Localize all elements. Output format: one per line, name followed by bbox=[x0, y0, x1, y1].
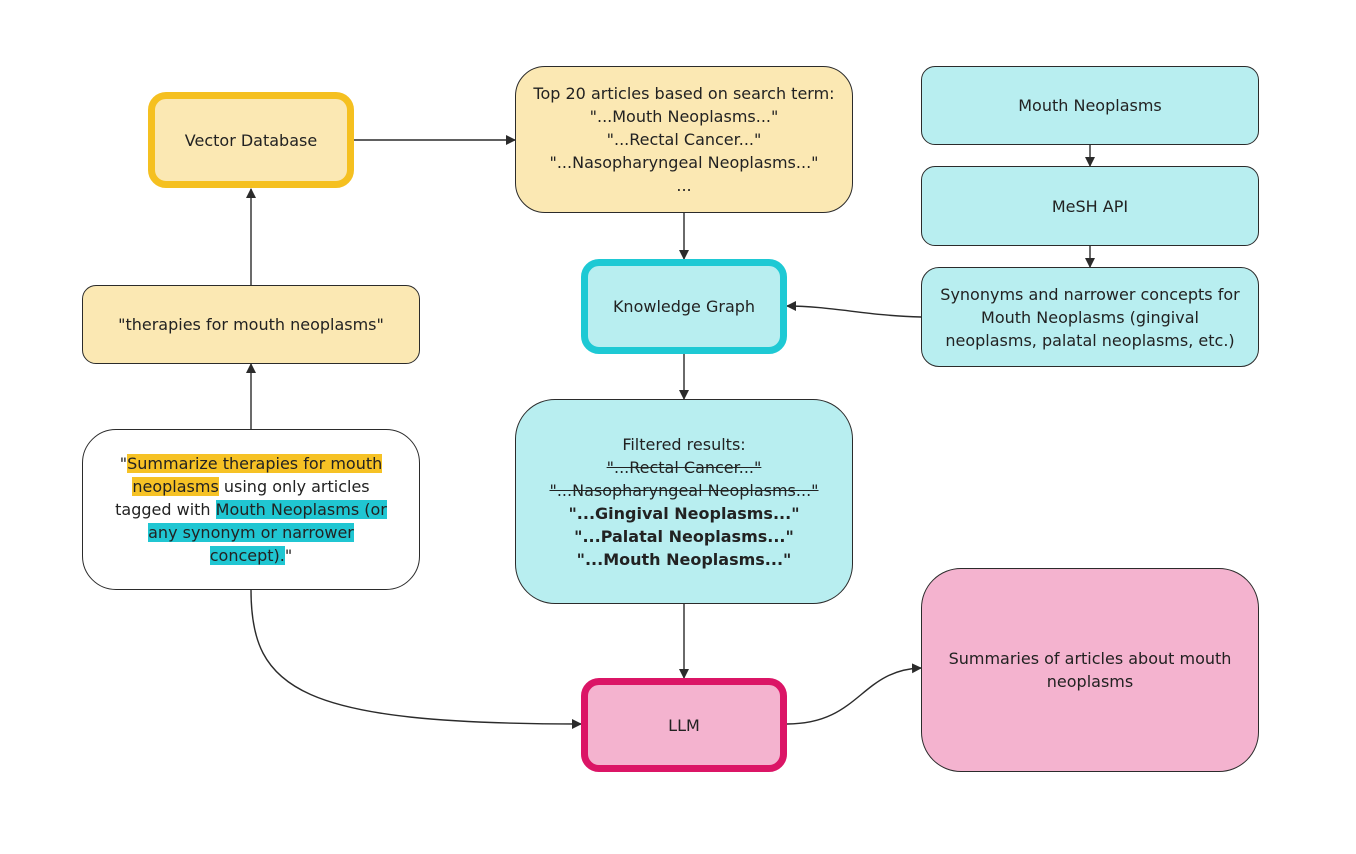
excluded-result: "...Rectal Cancer..." bbox=[606, 457, 762, 477]
arrow-prompt-to-llm bbox=[250, 589, 582, 729]
included-result: "...Gingival Neoplasms..." bbox=[568, 503, 800, 523]
top-articles-title: Top 20 articles based on search term: bbox=[533, 84, 835, 103]
top-article-item: "...Nasopharyngeal Neoplasms..." bbox=[549, 153, 819, 172]
summaries-node: Summaries of articles about mouth neopla… bbox=[921, 568, 1259, 772]
synonyms-node: Synonyms and narrower concepts for Mouth… bbox=[921, 267, 1259, 367]
knowledge-graph-node: Knowledge Graph bbox=[581, 259, 787, 354]
included-result: "...Palatal Neoplasms..." bbox=[574, 526, 794, 546]
knowledge-graph-label: Knowledge Graph bbox=[612, 297, 756, 316]
llm-label: LLM bbox=[668, 715, 700, 735]
summaries-label: Summaries of articles about mouth neopla… bbox=[948, 649, 1232, 691]
search-query-node: "therapies for mouth neoplasms" bbox=[82, 285, 420, 364]
prompt-middle-text: using only articles tagged with bbox=[115, 477, 370, 519]
mesh-api-node: MeSH API bbox=[921, 166, 1259, 246]
arrow-synonyms-to-knowledge-graph bbox=[786, 301, 922, 318]
vector-database-label: Vector Database bbox=[184, 130, 318, 150]
top-articles-ellipsis: ... bbox=[676, 176, 692, 195]
user-prompt-text: "Summarize therapies for mouth neoplasms… bbox=[109, 452, 394, 567]
top-articles-node: Top 20 articles based on search term: ".… bbox=[515, 66, 853, 213]
synonyms-label: Synonyms and narrower concepts for Mouth… bbox=[940, 284, 1240, 350]
mouth-neoplasms-node: Mouth Neoplasms bbox=[921, 66, 1259, 145]
top-article-item: "...Rectal Cancer..." bbox=[606, 130, 762, 149]
prompt-open-quote: " bbox=[119, 454, 128, 473]
mouth-neoplasms-label: Mouth Neoplasms bbox=[1018, 96, 1162, 115]
filtered-results-title: Filtered results: bbox=[622, 434, 746, 454]
excluded-result: "...Nasopharyngeal Neoplasms..." bbox=[549, 480, 819, 500]
top-article-item: "...Mouth Neoplasms..." bbox=[589, 107, 779, 126]
vector-database-node: Vector Database bbox=[148, 92, 354, 188]
arrow-llm-to-summaries bbox=[786, 663, 922, 725]
user-prompt-node: "Summarize therapies for mouth neoplasms… bbox=[82, 429, 420, 590]
search-query-label: "therapies for mouth neoplasms" bbox=[118, 315, 384, 334]
prompt-close-quote: " bbox=[284, 546, 293, 565]
mesh-api-label: MeSH API bbox=[1051, 196, 1129, 216]
llm-node: LLM bbox=[581, 678, 787, 772]
included-result: "...Mouth Neoplasms..." bbox=[576, 549, 792, 569]
filtered-results-node: Filtered results: "...Rectal Cancer..." … bbox=[515, 399, 853, 604]
